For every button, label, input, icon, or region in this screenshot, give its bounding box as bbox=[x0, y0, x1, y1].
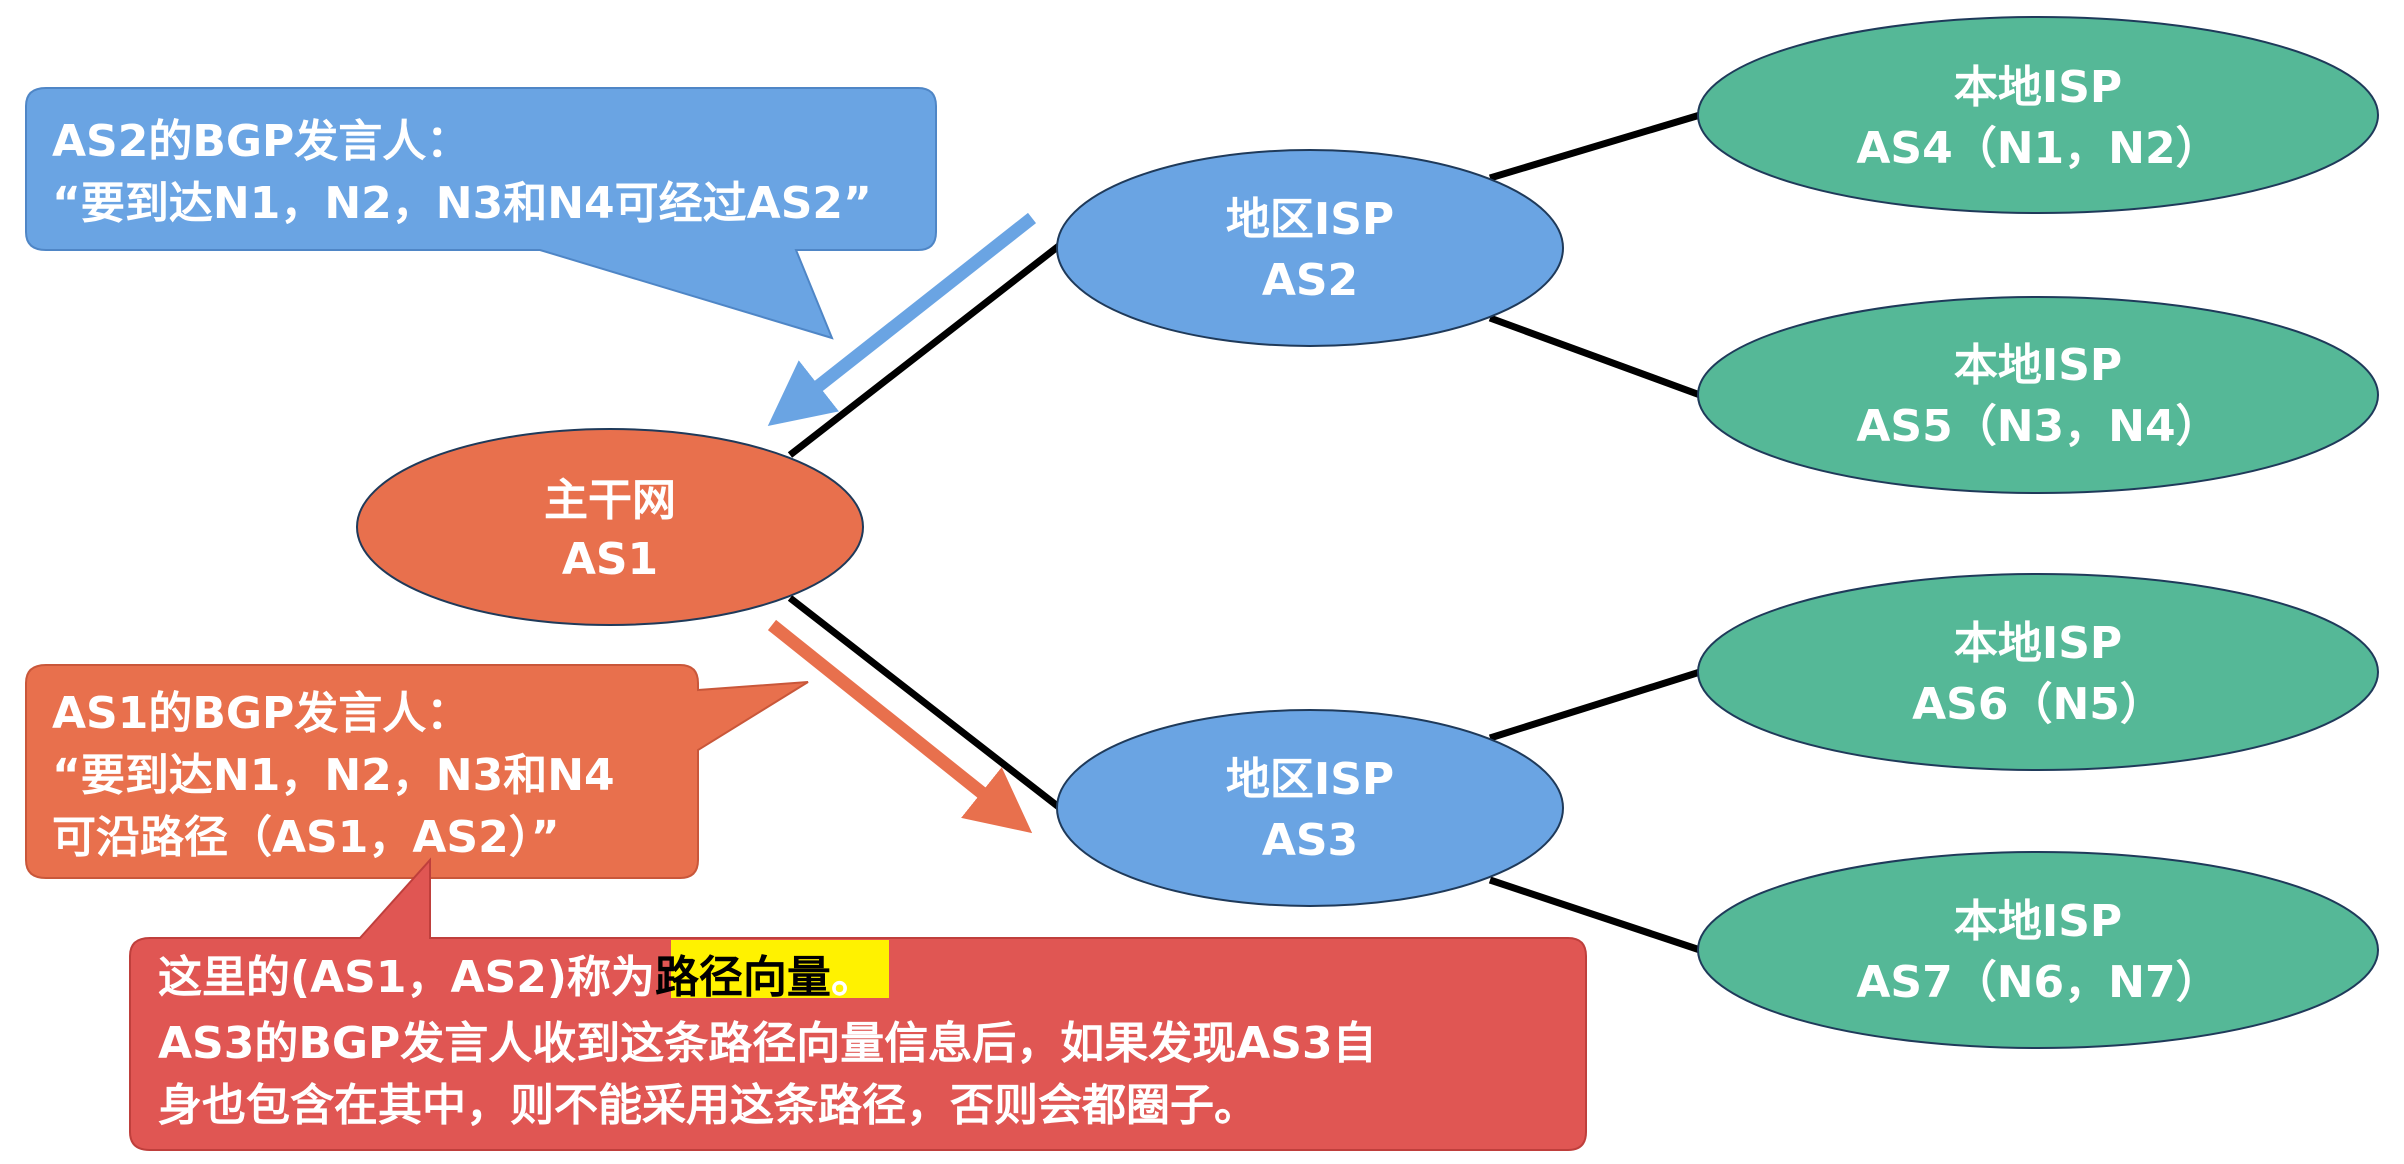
node-as2-line1: 地区ISP bbox=[1226, 194, 1394, 245]
callout-as1-shape bbox=[25, 664, 809, 879]
link-as2-as4 bbox=[1488, 111, 1702, 182]
node-as2: 地区ISP AS2 bbox=[1056, 149, 1564, 347]
note-line1: 这里的(AS1，AS2)称为路径向量。 bbox=[158, 952, 875, 1003]
callout-as2-speaker: AS2的BGP发言人： “要到达N1，N2，N3和N4可经过AS2” bbox=[25, 87, 937, 340]
node-as5: 本地ISP AS5（N3，N4） bbox=[1697, 296, 2379, 494]
node-as6-shape bbox=[1697, 573, 2379, 771]
callout-as2-shape bbox=[25, 87, 937, 340]
arrow-as2-to-as1 bbox=[767, 212, 1037, 427]
callout-as2-line2: “要到达N1，N2，N3和N4可经过AS2” bbox=[52, 178, 872, 229]
node-as3-line2: AS3 bbox=[1262, 815, 1358, 866]
note-line1-prefix: 这里的(AS1，AS2)称为 bbox=[158, 952, 655, 1003]
node-as4-line1: 本地ISP bbox=[1954, 62, 2122, 113]
node-as3: 地区ISP AS3 bbox=[1056, 709, 1564, 907]
node-as6-line1: 本地ISP bbox=[1954, 618, 2122, 669]
note-line1-highlight: 路径向量 bbox=[655, 952, 831, 1003]
callout-as1-line2: “要到达N1，N2，N3和N4 bbox=[52, 750, 615, 801]
node-as4-shape bbox=[1697, 16, 2379, 214]
arrow-as1-to-as3 bbox=[767, 619, 1033, 834]
note-shape bbox=[129, 857, 1587, 1151]
node-as1-line1: 主干网 bbox=[544, 475, 676, 526]
note-highlight-box bbox=[671, 940, 889, 998]
node-as2-shape bbox=[1056, 149, 1564, 347]
node-as1-line2: AS1 bbox=[562, 534, 658, 585]
node-as1-shape bbox=[356, 428, 864, 626]
note-line2: AS3的BGP发言人收到这条路径向量信息后，如果发现AS3自 bbox=[158, 1018, 1377, 1069]
note-line3: 身也包含在其中，则不能采用这条路径，否则会都圈子。 bbox=[158, 1080, 1258, 1131]
node-as3-line1: 地区ISP bbox=[1226, 754, 1394, 805]
link-as1-as3 bbox=[787, 595, 1063, 811]
node-as5-shape bbox=[1697, 296, 2379, 494]
node-as5-line1: 本地ISP bbox=[1954, 340, 2122, 391]
node-as3-shape bbox=[1056, 709, 1564, 907]
link-as2-as5 bbox=[1488, 314, 1702, 399]
path-vector-note: 这里的(AS1，AS2)称为路径向量。 AS3的BGP发言人收到这条路径向量信息… bbox=[129, 857, 1587, 1151]
node-as4: 本地ISP AS4（N1，N2） bbox=[1697, 16, 2379, 214]
node-as1: 主干网 AS1 bbox=[356, 428, 864, 626]
node-as7-line1: 本地ISP bbox=[1954, 896, 2122, 947]
node-as2-line2: AS2 bbox=[1262, 255, 1358, 306]
callout-as2-line1: AS2的BGP发言人： bbox=[52, 116, 470, 167]
node-as4-line2: AS4（N1，N2） bbox=[1856, 123, 2219, 174]
callout-as1-speaker: AS1的BGP发言人： “要到达N1，N2，N3和N4 可沿路径（AS1，AS2… bbox=[25, 664, 809, 879]
note-line1-suffix: 。 bbox=[831, 952, 875, 1003]
node-as7-shape bbox=[1697, 851, 2379, 1049]
callout-as1-line3: 可沿路径（AS1，AS2）” bbox=[52, 812, 560, 863]
callout-as1-line1: AS1的BGP发言人： bbox=[52, 688, 470, 739]
node-as6: 本地ISP AS6（N5） bbox=[1697, 573, 2379, 771]
node-as6-line2: AS6（N5） bbox=[1912, 679, 2164, 730]
link-as3-as7 bbox=[1488, 876, 1702, 954]
link-as1-as2 bbox=[787, 242, 1063, 458]
node-as5-line2: AS5（N3，N4） bbox=[1856, 401, 2219, 452]
node-as7-line2: AS7（N6，N7） bbox=[1856, 957, 2219, 1008]
node-as7: 本地ISP AS7（N6，N7） bbox=[1697, 851, 2379, 1049]
link-as3-as6 bbox=[1488, 668, 1702, 742]
